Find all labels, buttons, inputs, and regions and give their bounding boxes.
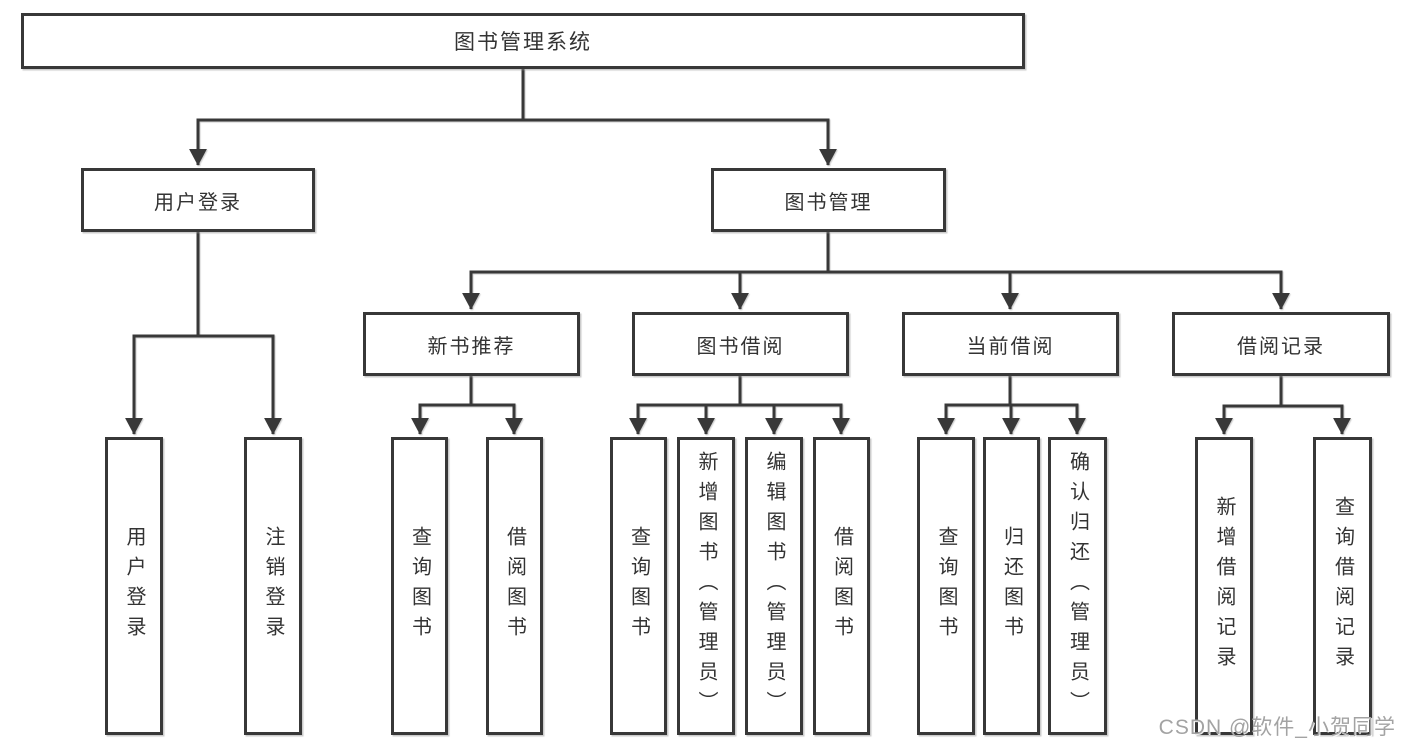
watermark: CSDN @软件_小贺同学 — [1158, 716, 1396, 739]
node-label: 借阅图书 — [503, 526, 526, 646]
node-user-login: 用户登录 — [81, 168, 315, 232]
connector-root — [189, 69, 837, 166]
node-label: 查询图书 — [627, 526, 650, 646]
leaf-query-borrow-record: 查询借阅记录 — [1313, 437, 1372, 735]
node-current-borrowing: 当前借阅 — [902, 312, 1119, 376]
connector-borrowing-records — [1215, 376, 1351, 435]
connector-new-book-recommendation — [411, 376, 523, 435]
leaf-borrow-books-recommend: 借阅图书 — [486, 437, 543, 735]
node-label: 图书借阅 — [696, 335, 785, 358]
leaf-user-login: 用户登录 — [105, 437, 163, 735]
node-label: 图书管理 — [784, 191, 873, 214]
node-library-management-system: 图书管理系统 — [21, 13, 1025, 69]
node-label: 用户登录 — [123, 526, 145, 646]
node-label: 注销登录 — [262, 526, 284, 646]
connector-current-borrowing — [937, 376, 1086, 435]
node-label: 归还图书 — [1000, 526, 1023, 646]
leaf-borrow-books-borrowing: 借阅图书 — [813, 437, 870, 735]
leaf-query-books-current: 查询图书 — [917, 437, 975, 735]
leaf-logout: 注销登录 — [244, 437, 302, 735]
node-label: 图书管理系统 — [454, 31, 592, 54]
leaf-edit-book-admin: 编辑图书（管理员） — [745, 437, 803, 735]
node-label: 查询图书 — [935, 526, 957, 646]
node-label: 新增图书（管理员） — [695, 451, 717, 721]
node-label: 新书推荐 — [427, 335, 516, 358]
connector-user-login — [125, 232, 282, 435]
node-label: 查询图书 — [408, 526, 431, 646]
connector-book-borrowing — [629, 376, 850, 435]
leaf-return-books: 归还图书 — [983, 437, 1040, 735]
node-label: 借阅图书 — [830, 526, 853, 646]
connector-book-management — [462, 232, 1290, 310]
node-borrowing-records: 借阅记录 — [1172, 312, 1390, 376]
leaf-add-borrow-record: 新增借阅记录 — [1195, 437, 1253, 735]
leaf-query-books-borrowing: 查询图书 — [610, 437, 667, 735]
node-book-borrowing: 图书借阅 — [632, 312, 849, 376]
node-label: 借阅记录 — [1237, 335, 1325, 358]
node-label: 编辑图书（管理员） — [763, 451, 785, 721]
node-label: 新增借阅记录 — [1213, 496, 1235, 676]
node-new-book-recommendation: 新书推荐 — [363, 312, 580, 376]
leaf-query-books-recommend: 查询图书 — [391, 437, 448, 735]
node-label: 用户登录 — [154, 191, 242, 214]
node-label: 查询借阅记录 — [1331, 496, 1354, 676]
node-book-management: 图书管理 — [711, 168, 946, 232]
leaf-confirm-return-admin: 确认归还（管理员） — [1048, 437, 1107, 735]
node-label: 确认归还（管理员） — [1066, 451, 1089, 721]
leaf-add-book-admin: 新增图书（管理员） — [677, 437, 735, 735]
node-label: 当前借阅 — [966, 335, 1055, 358]
